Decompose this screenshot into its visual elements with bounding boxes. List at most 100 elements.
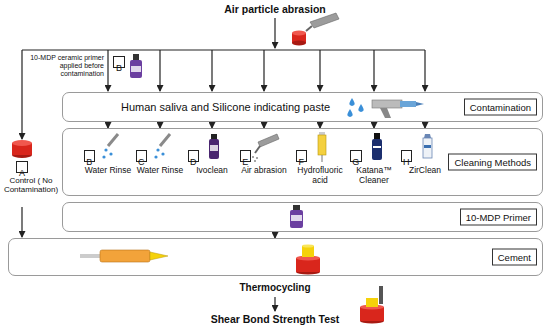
band-title: 10-MDP Primer	[460, 209, 537, 226]
stage-band: 10-MDP Primer	[62, 202, 543, 232]
flow-lines	[107, 121, 108, 128]
group-letter: B	[116, 63, 122, 73]
flow-lines	[21, 50, 22, 139]
flow-lines	[274, 18, 275, 48]
air-abrasion-handpiece	[252, 156, 254, 158]
group-letter-box: C	[136, 150, 147, 162]
ivoclean-bottle	[209, 139, 219, 159]
cement-syringe	[100, 250, 150, 262]
group-letter-box: B	[113, 56, 125, 68]
water-rinse-icon	[154, 155, 157, 158]
hydrofluoric-syringe	[319, 132, 325, 135]
primer-bottle	[133, 54, 139, 60]
silicone-gun	[416, 102, 424, 106]
sandblaster-icon	[306, 26, 312, 31]
saliva-drops	[358, 104, 363, 112]
flow-lines	[159, 50, 160, 91]
bonded-specimen	[296, 244, 320, 274]
water-rinse-icon	[160, 134, 170, 146]
silicone-gun	[400, 101, 416, 107]
katana-cleaner-bottle	[372, 139, 382, 160]
primer-bottle	[293, 205, 300, 210]
method-label: Air abrasion	[238, 166, 290, 176]
katana-cleaner-bottle	[374, 133, 380, 139]
flow-lines	[319, 50, 320, 91]
katana-cleaner-bottle	[373, 146, 381, 148]
flow-lines	[22, 18, 425, 311]
flow-lines	[263, 50, 264, 91]
sandblaster-icon	[292, 31, 306, 36]
ivoclean-bottle	[211, 134, 217, 139]
bonded-specimen	[302, 244, 314, 247]
air-abrasion-handpiece	[254, 160, 256, 162]
water-rinse-icon	[108, 134, 118, 146]
air-abrasion-handpiece	[255, 146, 260, 153]
water-rinse-icon	[161, 152, 164, 155]
primer-bottle	[290, 205, 303, 228]
group-letter-box: D	[188, 150, 199, 162]
bonded-specimen	[302, 246, 314, 257]
zirclean-tube	[423, 138, 432, 158]
method-label: Water Rinse	[82, 166, 134, 176]
group-label: Control ( No Contamination)	[2, 176, 60, 194]
zirclean-tube	[424, 145, 431, 148]
stage-band: Cleaning MethodsBCDEFGH	[62, 128, 543, 196]
group-letter-box: G	[350, 150, 362, 162]
shear-test-icon	[366, 298, 378, 307]
katana-cleaner-bottle	[372, 133, 382, 160]
flow-lines	[211, 50, 212, 91]
hydrofluoric-syringe	[322, 155, 323, 162]
stage-band: Human saliva and Silicone indicating pas…	[62, 92, 543, 122]
flow-lines	[373, 50, 374, 91]
primer-bottle	[130, 54, 142, 78]
zirclean-tube	[424, 134, 431, 138]
water-rinse-icon	[102, 155, 105, 158]
saliva-drops	[347, 109, 352, 117]
air-abrasion-handpiece	[252, 134, 279, 162]
flow-lines	[107, 50, 108, 91]
specimen-cylinder	[12, 140, 32, 146]
diagram-title: Air particle abrasion	[224, 3, 326, 15]
group-letter-box: H	[401, 150, 412, 162]
method-label: Ivoclean	[186, 166, 238, 176]
sandblaster-icon	[292, 41, 306, 46]
stage-band: Cement	[8, 238, 543, 276]
flow-lines	[424, 121, 425, 128]
method-label: ZirClean	[399, 166, 451, 176]
water-rinse-icon	[109, 152, 112, 155]
saliva-drops	[347, 98, 363, 117]
group-letter-box: A	[16, 161, 28, 173]
band-title: Cement	[492, 249, 537, 266]
primer-bottle	[290, 210, 303, 228]
water-rinse-icon	[156, 148, 159, 151]
flow-lines	[21, 207, 22, 237]
hydrofluoric-syringe	[318, 132, 326, 162]
step-label: Shear Bond Strength Test	[175, 313, 375, 325]
step-label: Thermocycling	[205, 282, 345, 294]
flow-lines	[159, 121, 160, 128]
hydrofluoric-syringe	[318, 135, 326, 155]
silicone-gun	[372, 100, 402, 108]
primer-bottle	[131, 66, 141, 72]
group-letter-box: E	[240, 150, 251, 162]
annotation-note: 10-MDP ceramic primer applied before con…	[28, 54, 104, 78]
cement-syringe	[80, 254, 100, 258]
cement-syringe	[150, 252, 168, 260]
band-title: Contamination	[464, 99, 537, 116]
flow-lines	[274, 297, 275, 311]
primer-bottle	[130, 60, 142, 78]
flow-lines	[211, 121, 212, 128]
group-letter-box: F	[296, 150, 307, 162]
method-label: Katana™ Cleaner	[348, 166, 400, 186]
cement-syringe	[80, 250, 168, 262]
flow-lines	[263, 121, 264, 128]
flow-lines	[424, 50, 425, 91]
flow-lines	[373, 121, 374, 128]
band-description: Human saliva and Silicone indicating pas…	[121, 101, 330, 113]
air-abrasion-handpiece	[256, 157, 258, 159]
method-label: Hydrofluoric acid	[294, 166, 346, 186]
specimen-cylinder	[12, 140, 32, 158]
group-letter-box: B	[84, 150, 95, 162]
water-rinse-icon	[104, 148, 107, 151]
